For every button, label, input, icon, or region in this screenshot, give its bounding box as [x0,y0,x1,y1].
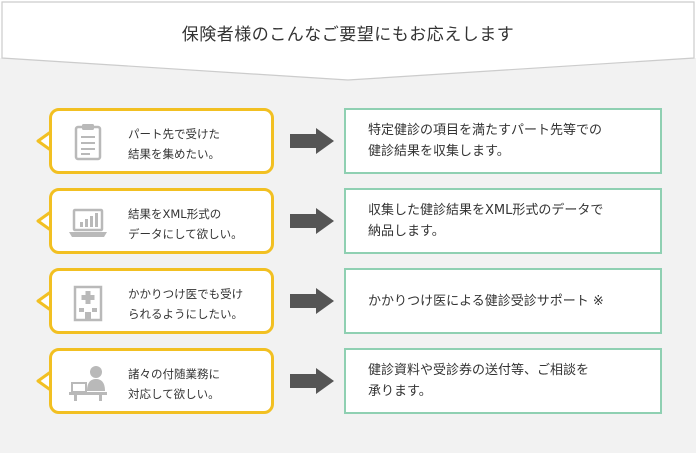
row-2: 結果をXML形式の データにして欲しい。 収集した健診結果をXML形式のデータで… [0,188,696,258]
service-text: 健診資料や受診券の送付等、ご相談を 承ります。 [368,363,590,399]
service-box: 収集した健診結果をXML形式のデータで 納品します。 [344,188,662,254]
request-text: 結果をXML形式の データにして欲しい。 [128,207,243,241]
service-text: 特定健診の項目を満たすパート先等での 健診結果を収集します。 [368,123,603,159]
header-banner [1,1,695,81]
row-3: かかりつけ医でも受け られるようにしたい。 かかりつけ医による健診受診サポート … [0,268,696,338]
service-box: 特定健診の項目を満たすパート先等での 健診結果を収集します。 [344,108,662,174]
desk-worker-icon [69,366,107,401]
request-text: かかりつけ医でも受け られるようにしたい。 [128,287,244,321]
header-title: 保険者様のこんなご要望にもお応えします [181,25,515,45]
clipboard-icon [74,124,102,161]
request-text: パート先で受けた 結果を集めたい。 [128,127,220,161]
service-text: かかりつけ医による健診受診サポート ※ [368,293,604,309]
request-text: 諸々の付随業務に 対応して欲しい。 [128,367,220,401]
row-4: 諸々の付随業務に 対応して欲しい。 健診資料や受診券の送付等、ご相談を 承ります… [0,348,696,418]
hospital-icon [73,285,103,322]
right-arrow-icon [290,208,334,234]
service-box: 健診資料や受診券の送付等、ご相談を 承ります。 [344,348,662,414]
request-bubble: 結果をXML形式の データにして欲しい。 [49,188,274,254]
request-bubble: パート先で受けた 結果を集めたい。 [49,108,274,174]
request-bubble: かかりつけ医でも受け られるようにしたい。 [49,268,274,334]
laptop-chart-icon [69,208,107,237]
row-1: パート先で受けた 結果を集めたい。 特定健診の項目を満たすパート先等での 健診結… [0,108,696,178]
service-box: かかりつけ医による健診受診サポート ※ [344,268,662,334]
service-text: 収集した健診結果をXML形式のデータで 納品します。 [368,203,604,239]
right-arrow-icon [290,128,334,154]
request-bubble: 諸々の付随業務に 対応して欲しい。 [49,348,274,414]
right-arrow-icon [290,368,334,394]
right-arrow-icon [290,288,334,314]
